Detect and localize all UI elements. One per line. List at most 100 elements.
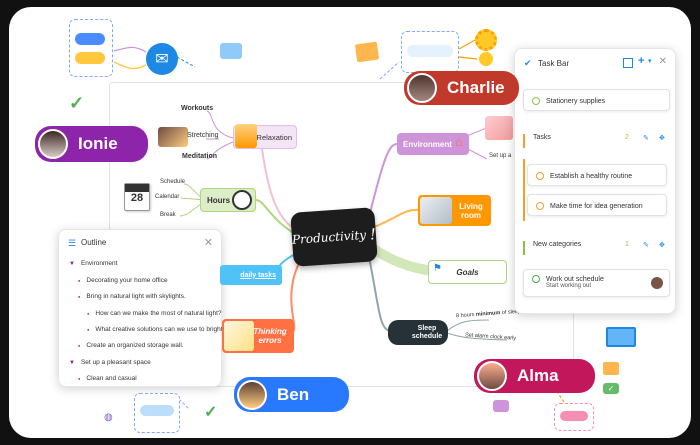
outline-item-label: Set up a pleasant space [80,359,151,366]
task-idea-generation[interactable]: Make time for idea generation [527,194,667,216]
sleep-schedule-label: Sleep schedule [411,324,443,340]
outline-item[interactable]: ● Bring in natural light with skylights. [78,293,186,300]
clock-icon [232,190,252,210]
central-node[interactable]: Productivity ! [290,207,378,267]
task-check-icon[interactable] [532,275,540,283]
new-categories-header[interactable]: New categories 1 ✎ ✥ [523,241,670,255]
task-bar-panel[interactable]: ✔ Task Bar + ▾ ✕ Stationery supplies Tas… [514,48,676,314]
image-icon [603,362,619,375]
taskbar-check-icon: ✔ [524,58,532,68]
node-hours[interactable]: Hours [200,188,256,212]
blue-pill-icon [75,33,105,45]
task-workout-schedule[interactable]: Work out schedule Start working out [523,269,670,297]
environment-label: Environment [403,139,452,149]
bullet-icon: ● [78,278,81,283]
outline-item[interactable]: ●Clean and casual [78,375,137,382]
bullet-icon: ● [78,343,81,348]
task-check-icon[interactable] [532,97,540,105]
bullet-icon: ● [87,311,90,316]
outline-item-label: Environment [80,260,118,267]
node-sleep-schedule[interactable]: Sleep schedule [388,320,448,345]
node-schedule[interactable]: Schedule [160,179,186,185]
user-name-charlie: Charlie [447,78,505,97]
node-calendar[interactable]: Calendar [155,194,180,200]
add-icon[interactable]: + [638,55,645,67]
outline-icon: ☰ [68,238,77,248]
task-healthy-routine[interactable]: Establish a healthy routine [527,164,667,186]
avatar [237,379,267,410]
user-badge-ben[interactable]: Ben [234,377,350,412]
avatar [407,73,437,103]
tasks-group [523,159,670,221]
caret-down-icon[interactable]: ▼ [69,260,75,267]
node-environment[interactable]: Environment [397,133,469,155]
stretching-image [158,127,188,147]
node-goals[interactable]: Goals [428,260,507,284]
outline-item[interactable]: ●What creative solutions can we use to b… [87,326,228,333]
outline-item-label: How can we make the most of natural ligh… [95,310,222,317]
yellow-pill-icon [75,52,105,64]
outline-item[interactable]: ● Decorating your home office [78,277,168,284]
new-categories-label: New categories [533,241,582,248]
user-name-alma: Alma [517,366,559,385]
close-icon[interactable]: ✕ [203,237,213,249]
monitor-icon [606,327,636,347]
stationery-task[interactable]: Stationery supplies [523,89,670,111]
task-check-icon[interactable] [536,202,544,210]
living-room-image [420,197,452,224]
checkmark-icon: ✓ [603,383,619,394]
node-break[interactable]: Break [160,212,176,218]
move-icon[interactable]: ✥ [659,135,665,142]
daily-tasks-label: daily tasks [240,271,276,279]
living-room-label: Living room [459,201,483,220]
environment-image [485,116,513,140]
task3-sub: Start working out [546,283,592,289]
avatar [477,361,507,391]
task1-label: Establish a healthy routine [550,172,633,180]
user-badge-alma[interactable]: Alma [474,359,595,393]
outline-item-label: Decorating your home office [86,277,168,284]
pink-pill-icon [560,411,588,421]
edit-icon[interactable]: ✎ [643,135,649,142]
relaxation-label: Relaxation [256,132,292,142]
caret-down-icon[interactable]: ▼ [69,359,75,366]
task-check-icon[interactable] [536,172,544,180]
bullet-icon: ● [78,294,81,299]
mail-icon: ✉ [146,43,178,75]
relaxation-image [235,124,257,148]
blue-pill-icon [140,405,174,416]
outline-title: Outline [81,238,107,247]
move-icon[interactable]: ✥ [659,242,665,249]
chevron-down-icon[interactable]: ▾ [648,58,652,65]
checkmark-icon: ✓ [69,93,85,113]
chat-bubble-icon [220,43,242,59]
checkbox-pill-icon [407,45,453,57]
tasks-header[interactable]: Tasks 2 ✎ ✥ [523,134,670,148]
outline-panel[interactable]: ☰ Outline ✕ ▼ Environment ● Decorating your… [58,229,228,387]
node-workouts[interactable]: Workouts [181,105,214,112]
thinking-image [224,321,254,351]
stationery-label: Stationery supplies [546,97,606,105]
tasks-label: Tasks [533,134,551,141]
node-daily-tasks[interactable]: daily tasks [220,265,282,285]
goals-label: Goals [456,267,479,277]
node-stretching[interactable]: Stretching [187,132,219,139]
grid-icon[interactable] [623,58,633,68]
user-badge-charlie[interactable]: Charlie [404,71,519,105]
app-window: ✉ ✓ [9,7,691,438]
node-set-up[interactable]: Set up a [489,153,512,159]
outline-item[interactable]: ●Create an organized storage wall. [78,342,184,349]
house-icon: ⌂ [455,134,463,149]
close-icon[interactable]: ✕ [658,56,667,67]
task3-label: Work out schedule [546,275,604,283]
outline-item[interactable]: ▼ Set up a pleasant space [69,359,151,366]
thinking-errors-label: Thinking errors [253,327,287,345]
avatar [651,277,663,289]
bullet-icon: ● [78,376,81,381]
outline-item-label: Bring in natural light with skylights. [86,293,186,300]
node-meditation[interactable]: Meditation [182,153,217,160]
outline-item[interactable]: ● How can we make the most of natural lig… [87,310,222,317]
edit-icon[interactable]: ✎ [643,242,649,249]
outline-item[interactable]: ▼ Environment [69,260,117,267]
user-badge-ionie[interactable]: Ionie [35,126,148,162]
